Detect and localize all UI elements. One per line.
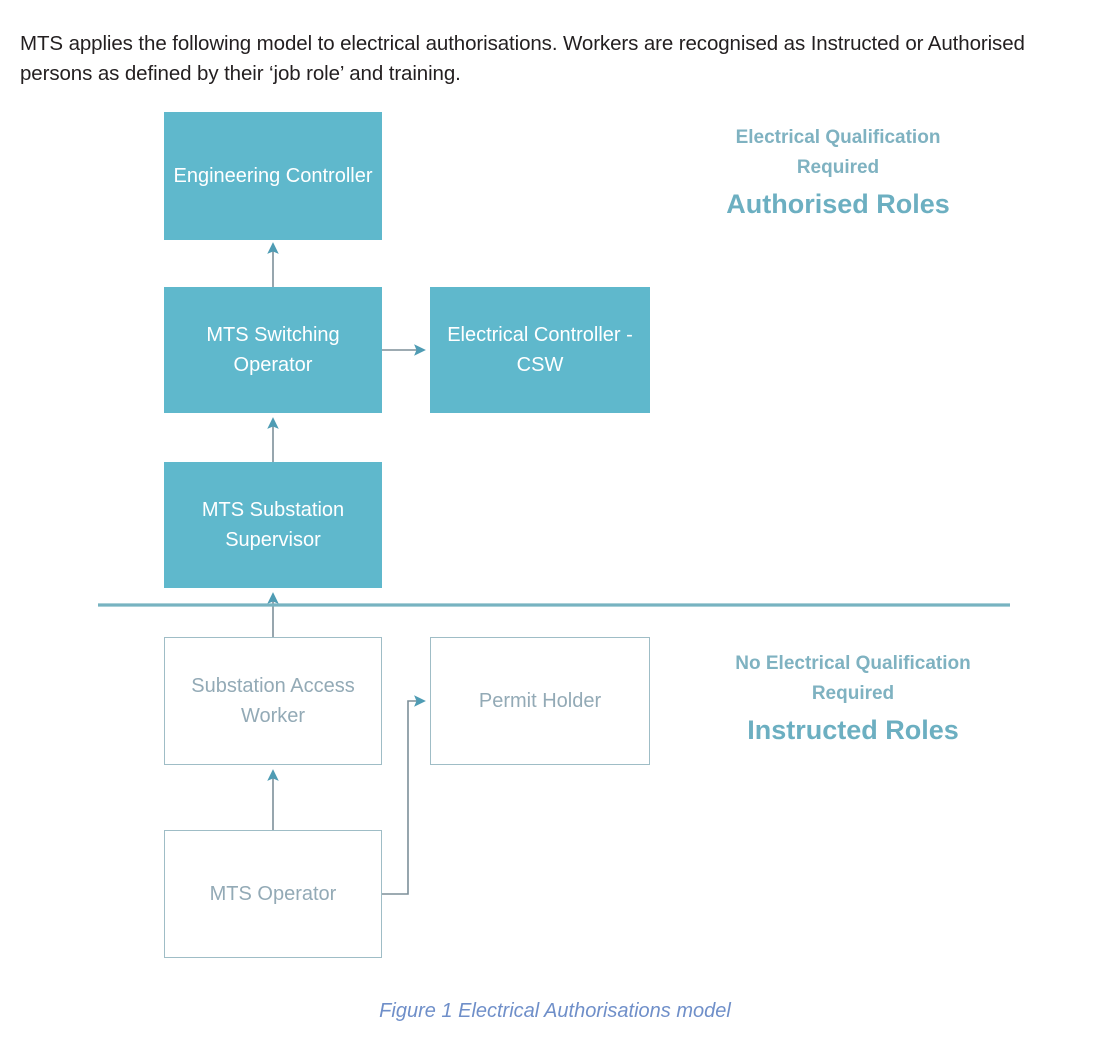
node-permit-holder[interactable]: Permit Holder <box>430 637 650 765</box>
authorised-roles-heading: Authorised Roles <box>726 189 950 219</box>
authorised-requirement-line2: Required <box>796 157 880 178</box>
node-substation-access-worker[interactable]: Substation Access Worker <box>164 637 382 765</box>
node-mts-switching-operator-label: MTS Switching Operator <box>206 324 340 376</box>
node-engineering-controller-label: Engineering Controller <box>173 165 373 187</box>
node-substation-access-worker-label: Substation Access Worker <box>191 675 355 727</box>
node-mts-switching-operator[interactable]: MTS Switching Operator <box>164 287 382 413</box>
diagram-connectors <box>98 242 1010 895</box>
node-mts-operator-label: MTS Operator <box>209 883 337 905</box>
figure-caption: Figure 1 Electrical Authorisations model <box>379 1000 731 1022</box>
instructed-requirement-line2: Required <box>811 683 895 704</box>
intro-paragraph: MTS applies the following model to elect… <box>20 31 1025 85</box>
node-engineering-controller[interactable]: Engineering Controller <box>164 112 382 240</box>
group-caption-instructed: No Electrical Qualification Required Ins… <box>688 649 1018 749</box>
node-mts-substation-supervisor-label: MTS Substation Supervisor <box>201 499 345 551</box>
instructed-requirement-line1: No Electrical Qualification <box>735 653 971 674</box>
node-electrical-controller-csw-label: Electrical Controller - CSW <box>447 324 633 376</box>
group-caption-authorised: Electrical Qualification Required Author… <box>673 123 1003 223</box>
node-electrical-controller-csw[interactable]: Electrical Controller - CSW <box>430 287 650 413</box>
node-mts-substation-supervisor[interactable]: MTS Substation Supervisor <box>164 462 382 588</box>
instructed-roles-heading: Instructed Roles <box>747 715 959 745</box>
authorised-requirement-line1: Electrical Qualification <box>735 127 941 148</box>
edge-operator-to-permitholder <box>382 695 426 895</box>
node-permit-holder-label: Permit Holder <box>478 690 602 712</box>
electrical-authorisations-diagram: Engineering Controller MTS Switching Ope… <box>0 95 1110 985</box>
node-mts-operator[interactable]: MTS Operator <box>164 830 382 958</box>
